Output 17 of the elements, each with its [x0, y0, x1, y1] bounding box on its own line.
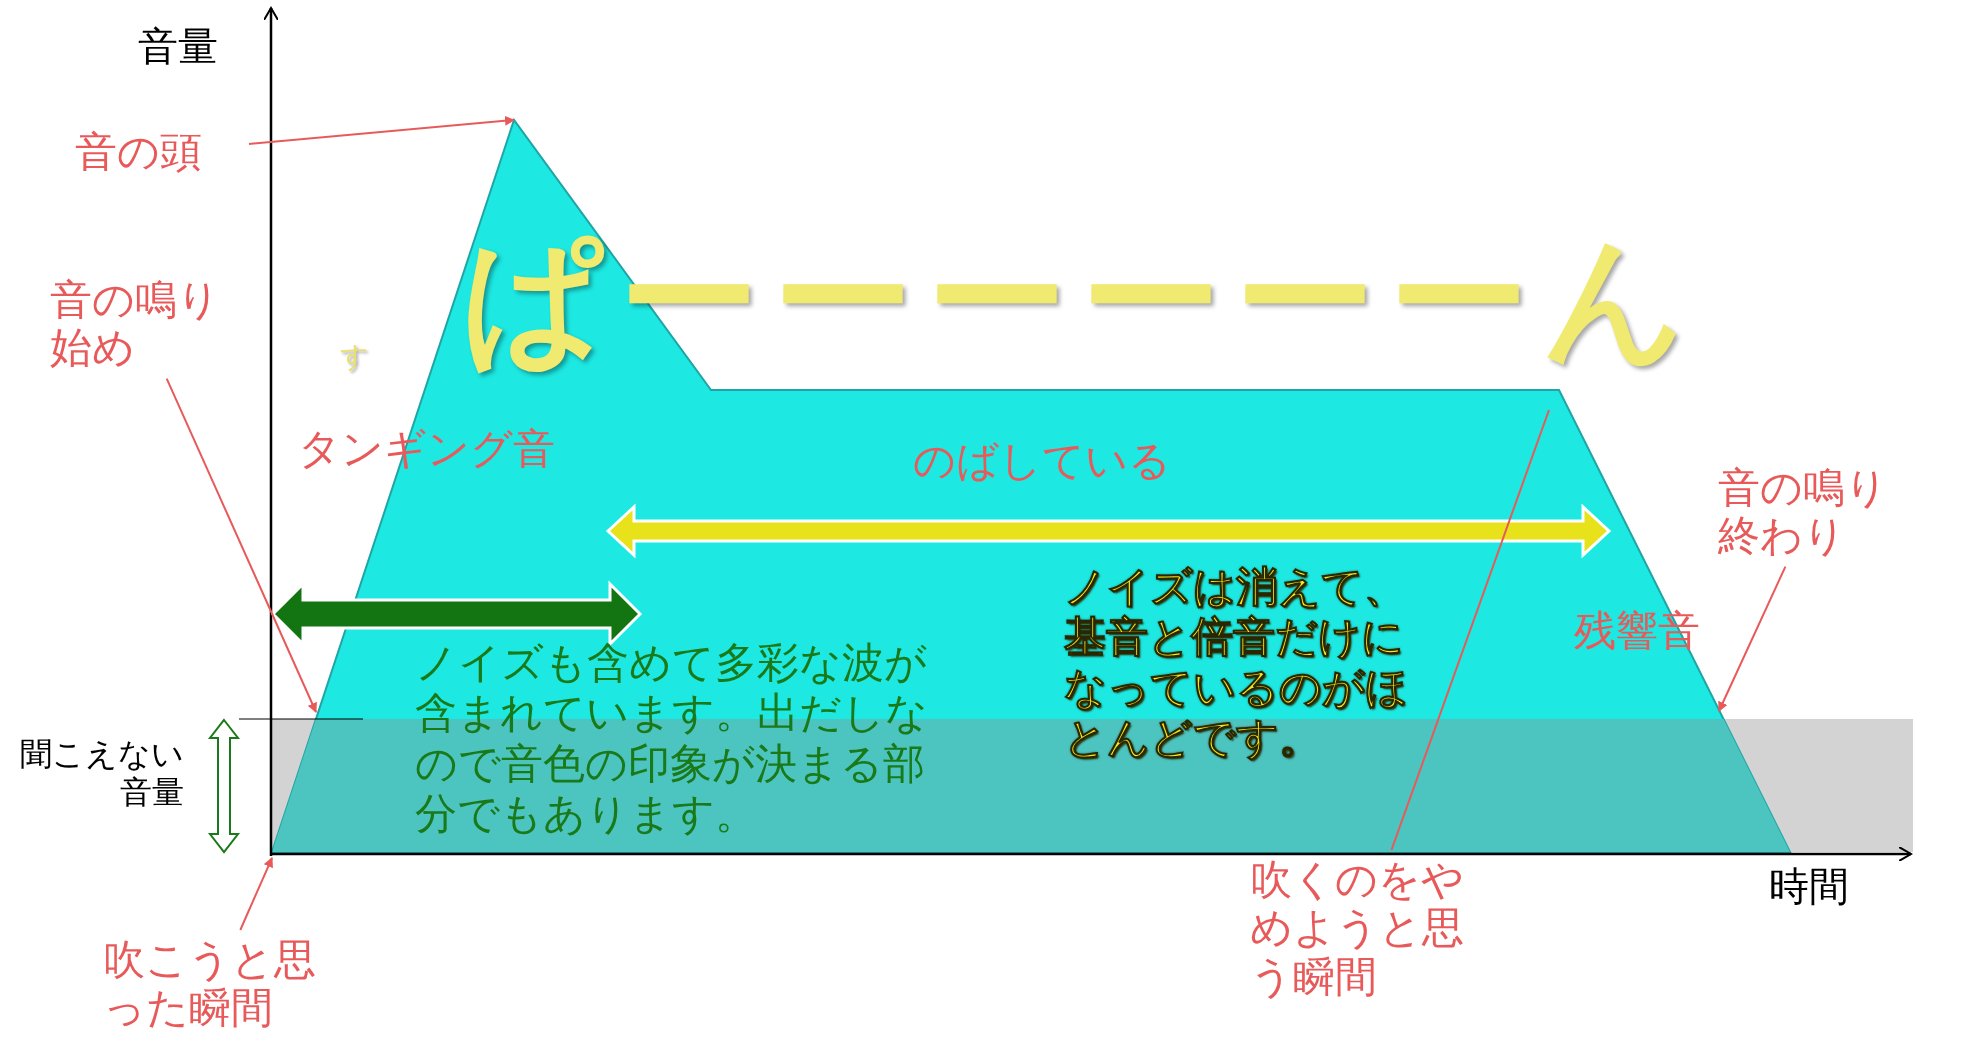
sound-word: す: [340, 340, 369, 374]
callout-label: 吹くのをやめようと思う瞬間: [1250, 856, 1477, 1001]
leader-line: [1390, 409, 1550, 851]
axis-title: 時間: [1769, 862, 1849, 910]
axis-title: 音量: [138, 22, 218, 70]
callout-label: 音の鳴り終わり: [1718, 464, 1903, 561]
leader-line: [239, 857, 273, 931]
description-text: ノイズは消えて、基音と倍音だけになっているのがほとんどです。: [1064, 562, 1409, 764]
callout-label: 音の頭: [75, 128, 243, 177]
leader-line: [1718, 565, 1787, 712]
callout-label: 音の鳴り始め: [50, 276, 235, 373]
description-text: ノイズも含めて多彩な波が含まれています。出だしなので音色の印象が決まる部分でもあります。: [415, 638, 929, 840]
leader-line: [248, 115, 515, 145]
callout-label: 吹こうと思った瞬間: [103, 936, 330, 1033]
leader-line: [165, 377, 317, 713]
threshold-label: 聞こえない音量: [19, 735, 184, 812]
phase-label: のばしている: [913, 436, 1171, 487]
